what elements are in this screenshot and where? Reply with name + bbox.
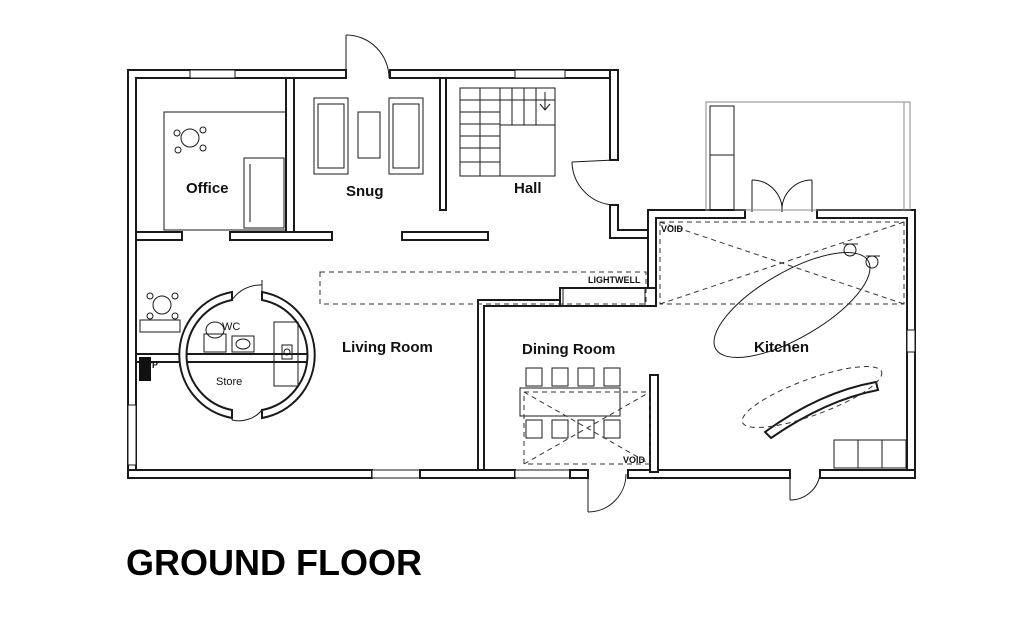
kitchen-void	[659, 221, 905, 305]
snug-furniture	[313, 97, 424, 175]
page-title: GROUND FLOOR	[126, 542, 422, 583]
kitchen-back-door[interactable]	[789, 473, 821, 501]
room-label-snug: Snug	[346, 183, 384, 200]
room-label-kitchen: Kitchen	[754, 339, 809, 356]
room-label-wc: WC	[222, 321, 240, 333]
lightwell-label: LIGHTWELL	[588, 275, 641, 285]
room-label-living-room: Living Room	[342, 339, 433, 356]
room-label-office: Office	[186, 180, 229, 197]
svp-marker	[139, 357, 151, 381]
lobby-chair-icon	[139, 292, 181, 333]
office-furniture	[163, 111, 287, 231]
external-walls	[127, 69, 916, 479]
room-label-hall: Hall	[514, 180, 542, 197]
lightwell-area	[319, 271, 647, 307]
room-label-dining-room: Dining Room	[522, 341, 615, 358]
staircase	[459, 87, 556, 177]
kitchen-island	[713, 252, 871, 358]
void-label-dining: VOID	[623, 455, 646, 465]
dining-door[interactable]	[587, 473, 627, 513]
terrace-canopy	[705, 101, 911, 211]
svp-label: SVP	[140, 360, 158, 370]
hall-door[interactable]	[571, 159, 615, 206]
void-label-kitchen: VOID	[661, 224, 684, 234]
room-label-store: Store	[216, 376, 242, 388]
kitchen-french-doors[interactable]	[751, 179, 813, 213]
wc-store-rotunda	[178, 280, 316, 422]
front-door[interactable]	[345, 34, 390, 79]
dining-table	[519, 367, 651, 465]
office-chair-icon	[173, 126, 207, 154]
kitchen-chair-icon	[843, 243, 880, 269]
kitchen-curved-counter	[741, 366, 907, 469]
